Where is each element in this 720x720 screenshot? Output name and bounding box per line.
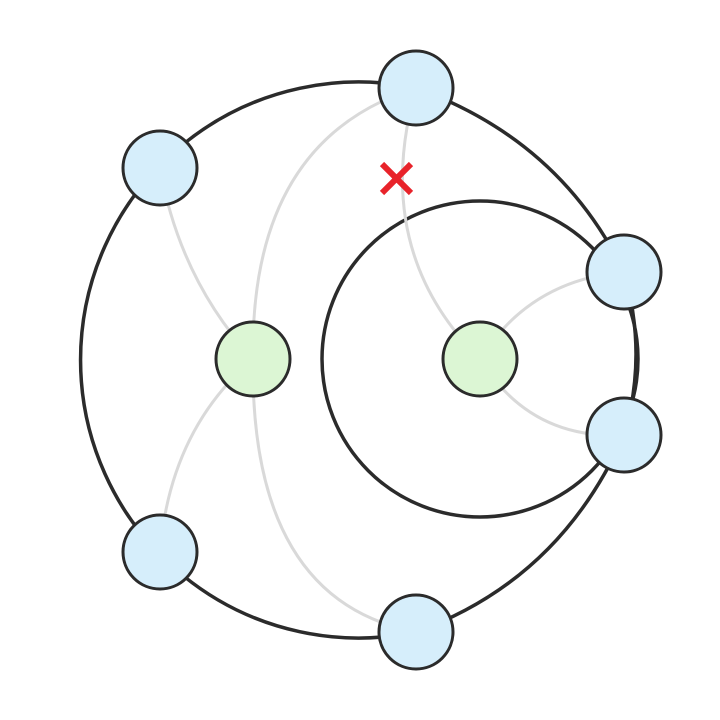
outer-boundary-right-upper	[415, 86, 626, 273]
outer-node-lower-right[interactable]	[585, 396, 663, 474]
link-bottom-to-left-center	[251, 358, 417, 634]
outer-boundary-arc	[78, 80, 417, 640]
x-mark-icon	[379, 161, 414, 196]
center-node-left[interactable]	[214, 320, 292, 398]
center-node-right[interactable]	[441, 320, 519, 398]
link-top-to-left-center	[251, 86, 417, 360]
link-top-to-right-center	[400, 87, 482, 361]
outer-node-bottom[interactable]	[377, 593, 455, 671]
outer-node-bottom-left[interactable]	[121, 513, 199, 591]
outer-node-top[interactable]	[377, 49, 455, 127]
inner-boundary-circle	[320, 199, 640, 519]
outer-node-upper-right[interactable]	[585, 233, 663, 311]
outer-node-top-left[interactable]	[121, 129, 199, 207]
outer-boundary-right-lower	[415, 434, 626, 634]
